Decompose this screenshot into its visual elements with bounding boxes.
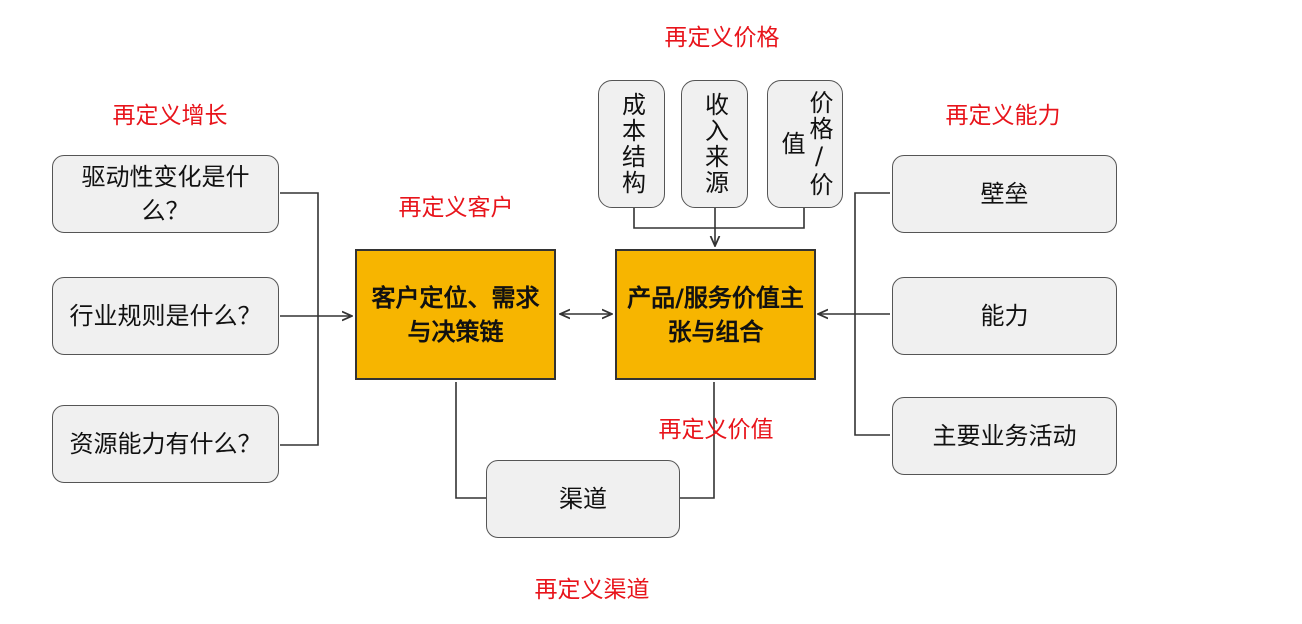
channel-text: 渠道 bbox=[559, 485, 607, 513]
capability-item-barriers-text: 壁垒 bbox=[980, 180, 1029, 208]
label-redefine-customer: 再定义客户 bbox=[398, 195, 514, 221]
growth-question-resources: 资源能力有什么？ bbox=[52, 405, 279, 483]
core-customer-text: 客户定位、需求与决策链 bbox=[371, 283, 540, 346]
capability-item-barriers: 壁垒 bbox=[892, 155, 1117, 233]
label-redefine-growth: 再定义增长 bbox=[112, 103, 228, 129]
core-product-text: 产品/服务价值主张与组合 bbox=[627, 283, 804, 346]
connector-growth-bracket bbox=[280, 192, 319, 446]
core-customer-box: 客户定位、需求与决策链 bbox=[355, 249, 556, 380]
price-item-cost-structure-text: 成本结构 bbox=[617, 92, 646, 196]
growth-question-resources-text: 资源能力有什么？ bbox=[69, 430, 262, 458]
growth-question-drivers: 驱动性变化是什么？ bbox=[52, 155, 279, 233]
label-redefine-price: 再定义价格 bbox=[664, 25, 780, 51]
price-item-revenue-sources-text: 收入来源 bbox=[700, 92, 729, 196]
growth-question-drivers-text: 驱动性变化是什么？ bbox=[81, 163, 250, 225]
label-redefine-capability: 再定义能力 bbox=[945, 103, 1061, 129]
price-item-price-value-text: 价格/价值 bbox=[777, 90, 833, 198]
growth-question-rules: 行业规则是什么？ bbox=[52, 277, 279, 355]
connector-price-bracket bbox=[633, 208, 805, 229]
price-item-cost-structure: 成本结构 bbox=[598, 80, 665, 208]
channel-box: 渠道 bbox=[486, 460, 680, 538]
price-item-revenue-sources: 收入来源 bbox=[681, 80, 748, 208]
capability-item-key-activities: 主要业务活动 bbox=[892, 397, 1117, 475]
capability-item-key-activities-text: 主要业务活动 bbox=[932, 422, 1077, 450]
price-item-price-value: 价格/价值 bbox=[767, 80, 843, 208]
label-redefine-value: 再定义价值 bbox=[658, 417, 774, 443]
connector-channel-left bbox=[455, 382, 488, 499]
capability-item-abilities: 能力 bbox=[892, 277, 1117, 355]
label-redefine-channel: 再定义渠道 bbox=[534, 577, 650, 603]
capability-item-abilities-text: 能力 bbox=[980, 302, 1029, 330]
core-product-box: 产品/服务价值主张与组合 bbox=[615, 249, 816, 380]
growth-question-rules-text: 行业规则是什么？ bbox=[69, 302, 262, 330]
connector-channel-right bbox=[680, 382, 715, 499]
